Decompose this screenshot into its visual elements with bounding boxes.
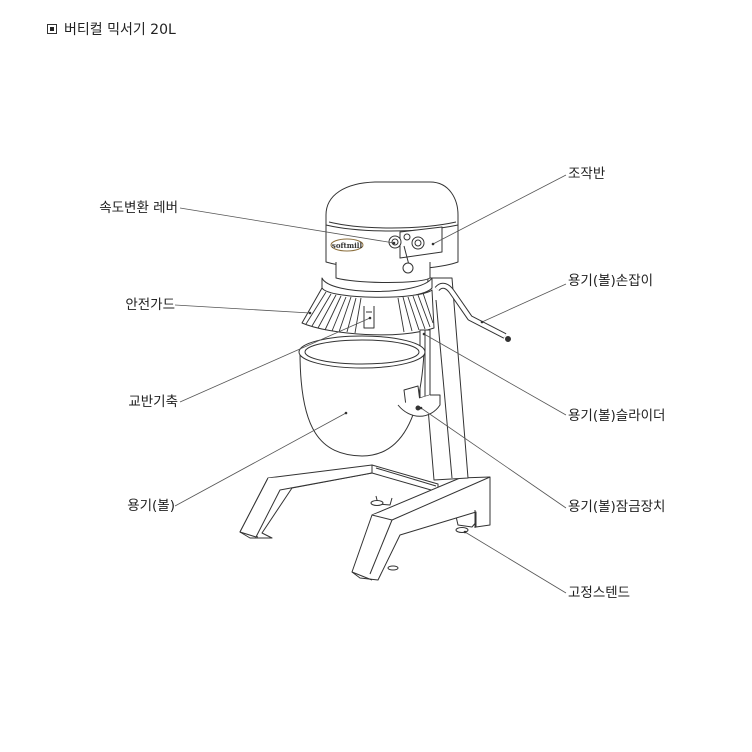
label-speed-lever: 속도변환 레버 [99,200,178,216]
label-bowl: 용기(볼) [127,498,175,514]
label-control-panel: 조작반 [568,166,606,182]
safety-guard [301,287,435,336]
label-bowl-lock: 용기(볼)잠금장치 [568,499,666,515]
bowl-part [298,335,441,457]
title-text: 버티컬 믹서기 20L [64,22,176,38]
label-bowl-slider: 용기(볼)슬라이더 [568,408,666,424]
label-safety-guard: 안전가드 [125,297,175,313]
mixer-head: softmill [321,181,459,299]
brand-badge: softmill [332,241,363,250]
fixed-stand [239,464,491,581]
diagram-title: 버티컬 믹서기 20L [47,19,176,39]
label-mixing-shaft: 교반기축 [128,394,178,410]
label-bowl-handle: 용기(볼)손잡이 [568,273,654,289]
square-bullet-icon [47,24,57,34]
bowl-handle-part [434,282,511,342]
label-fixed-stand: 고정스텐드 [568,585,631,601]
leader-lines [174,174,567,594]
